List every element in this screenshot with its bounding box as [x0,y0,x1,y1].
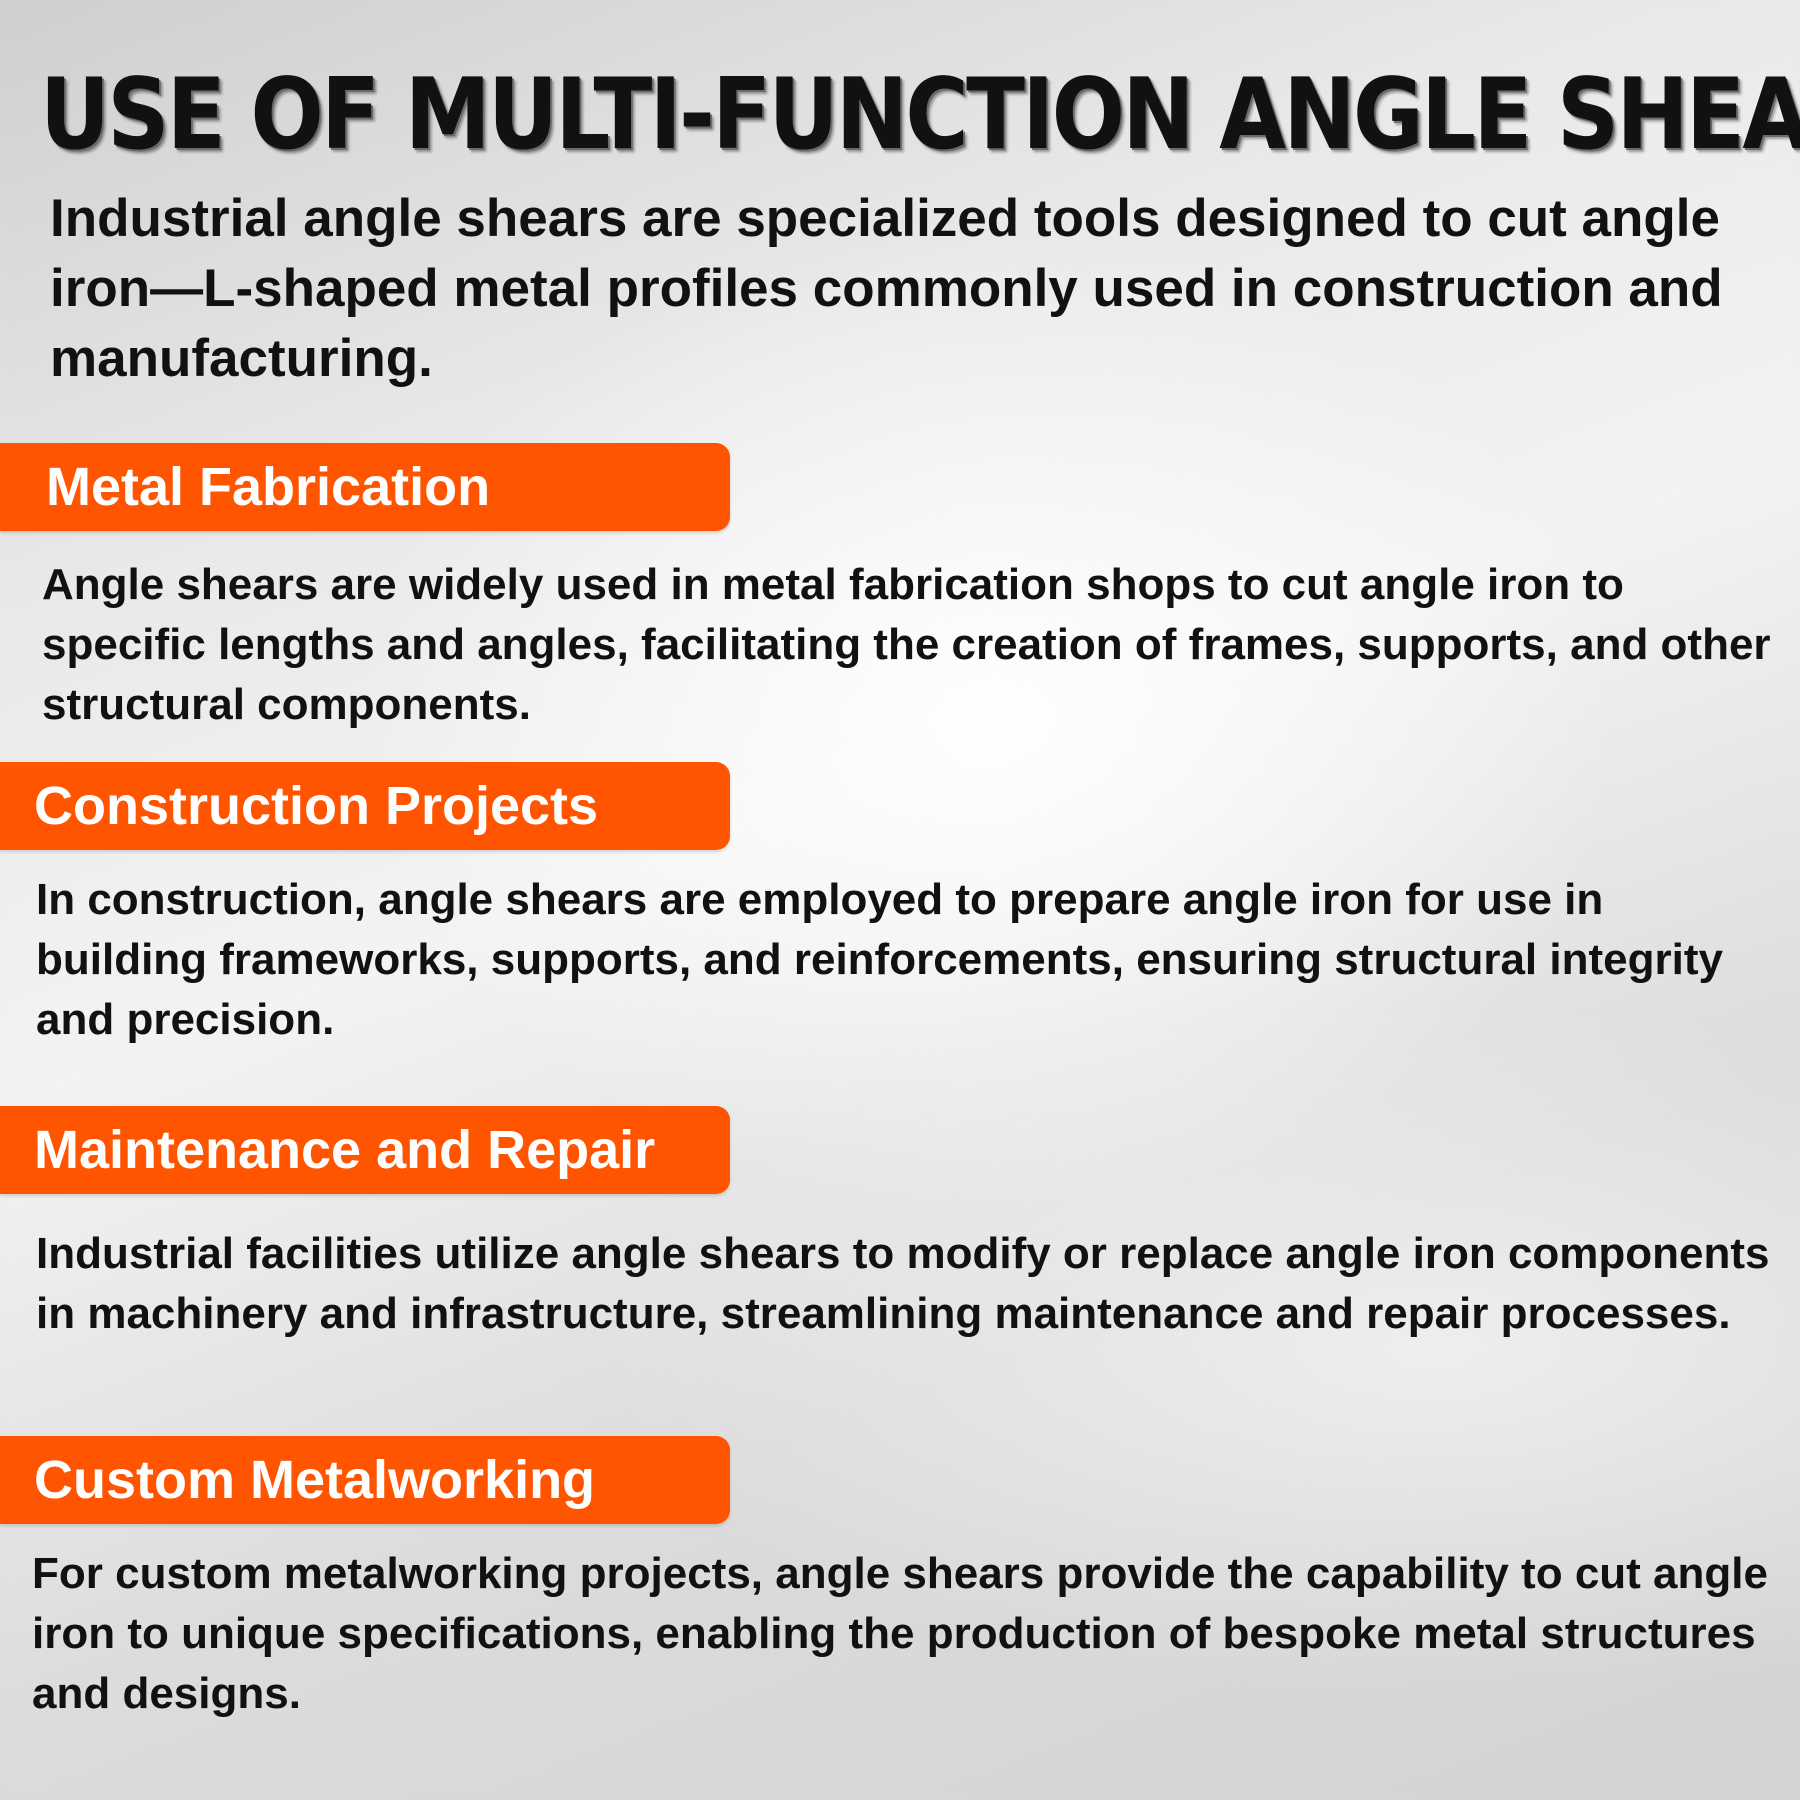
section-banner: Metal Fabrication [0,443,730,531]
section-banner: Construction Projects [0,762,730,850]
section-custom-metalworking: Custom Metalworking For custom metalwork… [0,1436,1800,1718]
section-heading: Metal Fabrication [46,457,491,517]
section-body: Industrial facilities utilize angle shea… [36,1229,1770,1338]
section-heading: Custom Metalworking [34,1450,596,1510]
section-banner: Maintenance and Repair [0,1106,730,1194]
section-construction-projects: Construction Projects In construction, a… [0,762,1800,1044]
intro-paragraph: Industrial angle shears are specialized … [50,189,1723,388]
section-heading: Construction Projects [34,776,599,836]
section-body: For custom metalworking projects, angle … [32,1549,1768,1718]
section-heading: Maintenance and Repair [34,1120,656,1180]
section-body: In construction, angle shears are employ… [36,875,1723,1044]
section-body: Angle shears are widely used in metal fa… [42,560,1771,729]
page-title: USE OF MULTI-FUNCTION ANGLE SHEAR [40,58,1800,172]
section-metal-fabrication: Metal Fabrication Angle shears are widel… [0,443,1800,729]
section-maintenance-and-repair: Maintenance and Repair Industrial facili… [0,1106,1800,1338]
section-banner: Custom Metalworking [0,1436,730,1524]
